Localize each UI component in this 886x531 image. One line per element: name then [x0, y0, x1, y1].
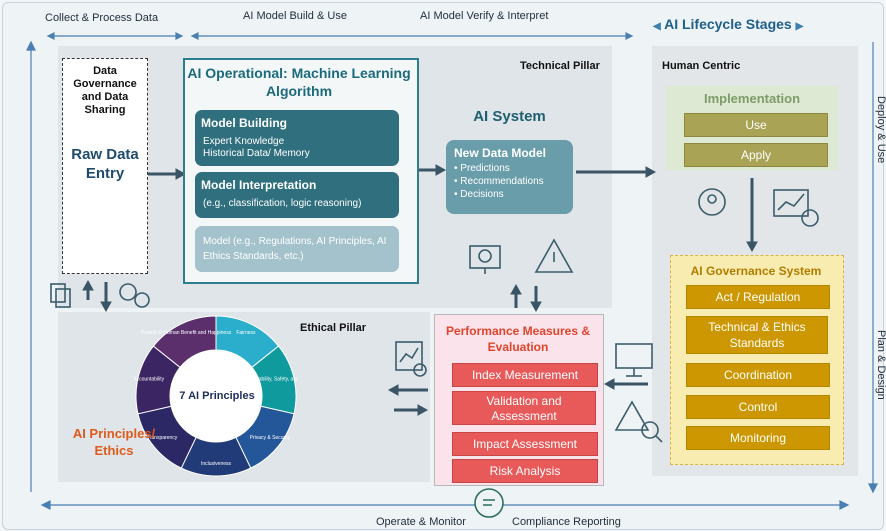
ai-brain-monitor-icon	[469, 245, 501, 274]
donut-center	[170, 350, 262, 442]
performance-item: Risk Analysis	[452, 459, 598, 483]
data-documents-icon	[50, 283, 71, 308]
operate-monitor-label: Operate & Monitor	[376, 516, 466, 528]
ai-principles-label: AI Principles/ Ethics	[72, 426, 156, 458]
segment-label: Privacy & Security	[250, 435, 291, 441]
segment-label: Pursuit of Human Benefit and Happiness	[141, 330, 232, 336]
performance-item: Index Measurement	[452, 363, 598, 387]
top-arrows	[46, 32, 634, 40]
governance-item: Control	[686, 395, 830, 419]
stage-collect-label: Collect & Process Data	[45, 12, 159, 24]
right-vertical-arrow	[868, 42, 878, 494]
ai-governance-title: AI Governance System	[690, 264, 822, 278]
segment-label: Fairness	[236, 330, 256, 336]
governance-item: Coordination	[686, 363, 830, 387]
monitor-settings-icon	[615, 343, 653, 377]
list-item: • Recommendations	[454, 176, 544, 187]
user-chat-icon	[698, 188, 726, 216]
apply-box: Apply	[684, 143, 828, 167]
performance-item: Impact Assessment	[452, 432, 598, 456]
ai-system-list: • Predictions • Recommendations • Decisi…	[454, 162, 544, 201]
model-building-card: Model Building Expert Knowledge Historic…	[195, 110, 399, 166]
performance-title: Performance Measures & Evaluation	[445, 324, 591, 354]
segment-label: Reliability, Safety, and Control	[250, 377, 298, 383]
technical-pillar-label: Technical Pillar	[520, 60, 600, 72]
warning-home-icon	[534, 238, 574, 273]
human-centric-label: Human Centric	[662, 60, 741, 72]
new-data-model-title: New Data Model	[454, 146, 547, 160]
lifecycle-title: ◀ AI Lifecycle Stages ▶	[653, 16, 803, 32]
model-interpretation-subtitle: (e.g., classification, logic reasoning)	[203, 198, 362, 209]
governance-item: Monitoring	[686, 426, 830, 450]
ml-algorithm-title: AI Operational: Machine Learning Algorit…	[187, 65, 411, 99]
segment-label: Accountability	[134, 377, 165, 383]
compliance-chat-icon	[474, 488, 504, 518]
use-box: Use	[684, 113, 828, 137]
segment-label: Transparency	[147, 435, 178, 441]
left-vertical-arrow	[26, 40, 36, 492]
data-governance-title: Data Governance and Data Sharing	[73, 65, 137, 116]
model-interpretation-title: Model Interpretation	[201, 178, 317, 192]
triangle-left-icon: ◀	[653, 21, 661, 32]
performance-item: Validation and Assessment	[452, 391, 596, 425]
bottom-arrow	[40, 500, 850, 510]
lifecycle-label: AI Lifecycle Stages	[664, 16, 792, 32]
ethical-pillar-label: Ethical Pillar	[300, 322, 367, 334]
ai-system-card: New Data Model • Predictions • Recommend…	[446, 140, 573, 214]
governance-item: Act / Regulation	[686, 285, 830, 309]
list-item: • Predictions	[454, 163, 510, 174]
governance-item: Technical & Ethics Standards	[686, 316, 828, 354]
model-interpretation-card: Model Interpretation (e.g., classificati…	[195, 172, 399, 218]
list-item: • Decisions	[454, 189, 504, 200]
model-building-subtitle: Expert Knowledge Historical Data/ Memory	[203, 136, 310, 159]
data-governance-box: Data Governance and Data Sharing Raw Dat…	[62, 58, 148, 274]
model-card: Model (e.g., Regulations, AI Principles,…	[195, 226, 399, 272]
gears-icon	[119, 283, 150, 308]
principles-center-label: 7 AI Principles	[179, 390, 255, 402]
chart-search-icon	[395, 341, 427, 377]
compliance-reporting-label: Compliance Reporting	[512, 516, 621, 528]
model-card-text: Model (e.g., Regulations, AI Principles,…	[203, 236, 387, 262]
warning-search-icon	[614, 400, 663, 443]
stage-verify-label: AI Model Verify & Interpret	[420, 10, 549, 22]
analytics-dashboard-icon	[773, 189, 819, 227]
ai-system-title: AI System	[473, 108, 546, 125]
model-building-title: Model Building	[201, 116, 287, 130]
implementation-title: Implementation	[703, 91, 801, 106]
stage-build-label: AI Model Build & Use	[243, 10, 347, 22]
triangle-right-icon: ▶	[795, 21, 804, 32]
raw-data-entry: Raw Data Entry	[71, 146, 139, 182]
segment-label: Inclusiveness	[201, 461, 232, 467]
